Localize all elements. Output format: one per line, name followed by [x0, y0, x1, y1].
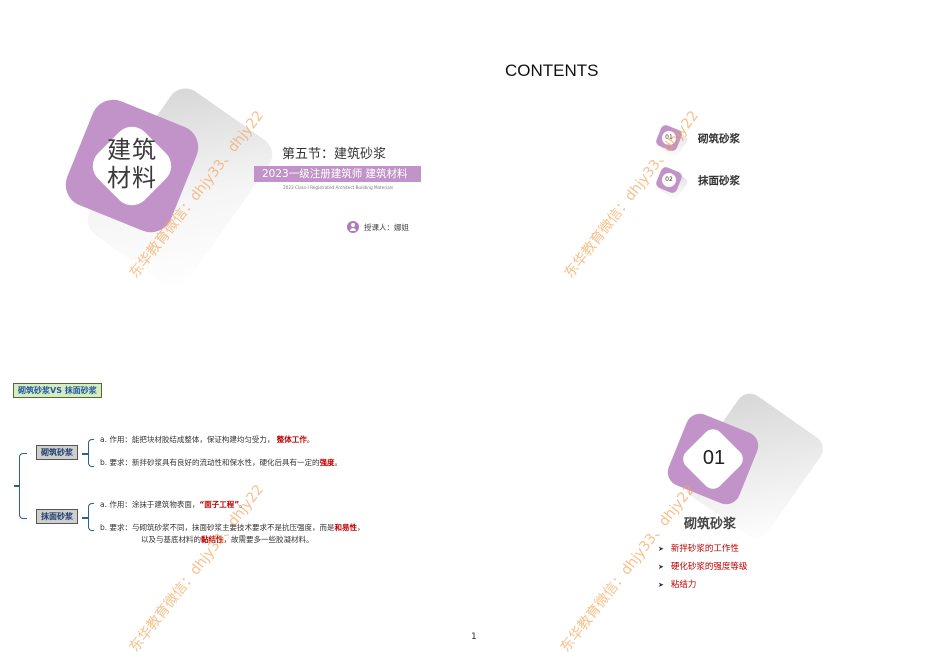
section-title: 砌筑砂浆: [684, 517, 737, 532]
toc-label: 抹面砂浆: [698, 174, 740, 187]
arrow-icon: ➤: [658, 563, 664, 571]
course-subtitle: 2023 Class-I Registrated Architect Build…: [283, 185, 394, 190]
highlight-text: 整体工作: [276, 435, 307, 444]
slide-section-01: 01 砌筑砂浆 ➤新拌砂浆的工作性 ➤硬化砂浆的强度等级 ➤粘结力 东华教育微信…: [475, 336, 950, 672]
group-brace: [88, 439, 94, 467]
course-band: 2023一级注册建筑师 建筑材料: [254, 166, 421, 182]
lecturer-name: 授课人：娜姐: [364, 222, 409, 232]
section-bullets: ➤新拌砂浆的工作性 ➤硬化砂浆的强度等级 ➤粘结力: [658, 540, 747, 594]
masonry-point-b: b. 要求：新拌砂浆具有良好的流动性和保水性，硬化后具有一定的强度。: [100, 458, 343, 467]
toc-number: 02: [662, 173, 676, 187]
contents-heading: CONTENTS: [505, 61, 599, 80]
toc-badge: 02: [654, 165, 690, 201]
bullet-item: ➤新拌砂浆的工作性: [658, 540, 747, 558]
toc-item-01[interactable]: 01 砌筑砂浆: [654, 123, 740, 159]
slide-contents: CONTENTS 01 砌筑砂浆 02 抹面砂浆 东华教育微信：dhjy33、d…: [475, 0, 950, 336]
section-number: 01: [702, 447, 726, 469]
main-brace: [19, 453, 27, 519]
logo-line-1: 建筑: [107, 136, 157, 164]
logo-line-2: 材料: [107, 164, 157, 192]
toc-item-02[interactable]: 02 抹面砂浆: [654, 165, 740, 201]
category-plastering-mortar: 抹面砂浆: [36, 509, 78, 524]
slide-comparison: 砌筑砂浆VS 抹面砂浆 砌筑砂浆 a. 作用：能把块材胶结成整体，保证构建均匀受…: [0, 336, 475, 672]
group-brace: [88, 503, 94, 531]
person-icon: [347, 221, 359, 233]
bullet-item: ➤硬化砂浆的强度等级: [658, 558, 747, 576]
logo-text: 建筑 材料: [104, 136, 160, 192]
slide-title: 建筑 材料 第五节：建筑砂浆 2023一级注册建筑师 建筑材料 2023 Cla…: [0, 0, 475, 336]
comparison-label: 砌筑砂浆VS 抹面砂浆: [13, 383, 102, 398]
category-masonry-mortar: 砌筑砂浆: [36, 445, 78, 460]
plastering-point-a: a. 作用：涂抹于建筑物表面，“面子工程”。: [100, 500, 247, 509]
arrow-icon: ➤: [658, 545, 664, 553]
group-brace-stem: [82, 517, 88, 519]
highlight-text: 强度: [319, 458, 335, 467]
main-brace-stem: [14, 485, 20, 487]
lecturer: 授课人：娜姐: [347, 221, 409, 233]
toc-label: 砌筑砂浆: [698, 132, 740, 145]
masonry-point-a: a. 作用：能把块材胶结成整体，保证构建均匀受力， 整体工作。: [100, 435, 315, 444]
toc-number: 01: [662, 131, 676, 145]
toc-badge: 01: [654, 123, 690, 159]
highlight-text: “面子工程”: [199, 500, 240, 509]
section-title: 第五节：建筑砂浆: [282, 147, 387, 162]
plastering-point-b-line2: 以及与基底材料的黏结性，故需要多一些胶凝材料。: [141, 535, 314, 544]
page-number: 1: [471, 632, 477, 642]
arrow-icon: ➤: [658, 581, 664, 589]
highlight-text: 黏结性: [201, 535, 224, 544]
highlight-text: 和易性: [334, 523, 358, 532]
watermark: 东华教育微信：dhjy33、dhjy22: [561, 108, 702, 282]
plastering-point-b: b. 要求：与砌筑砂浆不同，抹面砂浆主要技术要求不是抗压强度，而是和易性，: [100, 523, 365, 532]
bullet-item: ➤粘结力: [658, 576, 747, 594]
group-brace-stem: [82, 453, 88, 455]
